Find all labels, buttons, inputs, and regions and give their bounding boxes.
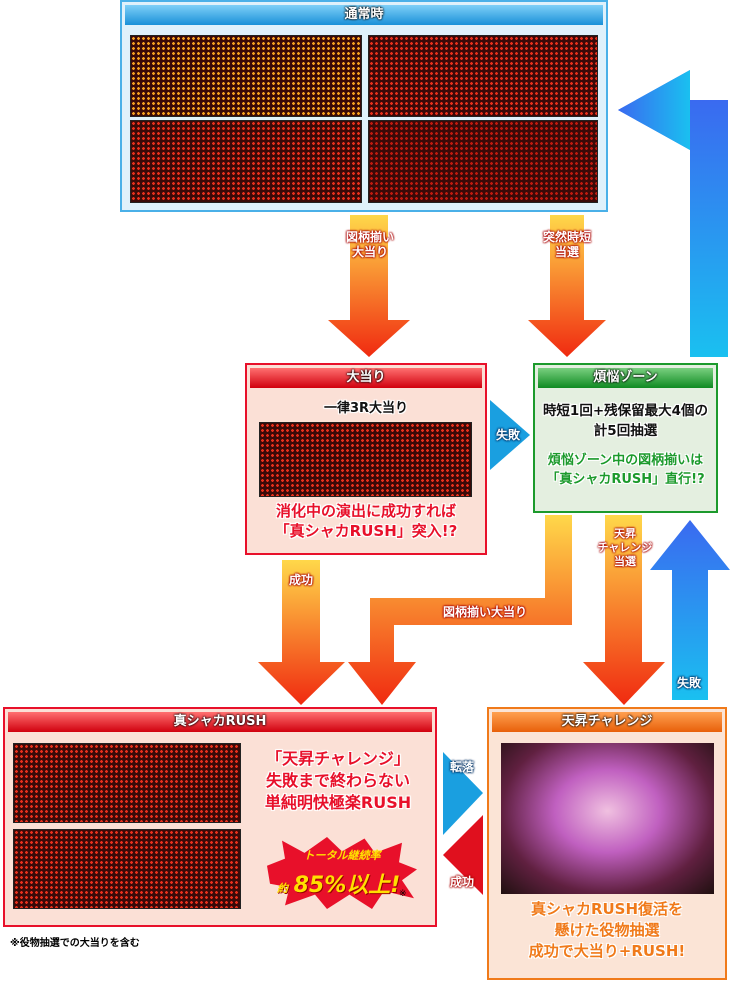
led-image (13, 743, 241, 823)
tensho-line-2: 懸けた役物抽選 (554, 921, 660, 939)
tensho-challenge-panel: 天昇チャレンジ 真シャカRUSH復活を 懸けた役物抽選 成功で大当り+RUSH! (487, 707, 727, 980)
normal-title: 通常時 (125, 5, 603, 25)
badge-rate: 85%以上! (293, 873, 401, 898)
led-image (130, 35, 362, 117)
badge-prefix: 約 (277, 882, 288, 895)
label-jackpot: 図柄揃い 大当り (345, 230, 394, 259)
tensho-line-1: 真シャカRUSH復活を (530, 900, 684, 918)
arrow-bonno-to-tensho (583, 515, 665, 705)
label-bonno-jackpot: 図柄揃い大当り (442, 605, 527, 619)
led-image (130, 120, 362, 203)
gimmick-image (501, 743, 714, 894)
arrow-normal-to-jackpot (328, 215, 410, 357)
led-image (368, 120, 598, 203)
rush-title: 真シャカRUSH (8, 712, 432, 732)
arrow-jackpot-to-bonno (490, 400, 530, 470)
rush-line-1: 「天昇チャレンジ」 (266, 749, 410, 768)
arrow-tensho-to-bonno (650, 520, 730, 700)
label-fail: 失敗 (495, 428, 520, 442)
arrow-bonno-to-rush (348, 515, 572, 705)
bonno-line-3: 煩悩ゾーン中の図柄揃いは (547, 453, 704, 468)
arrow-rush-to-tensho (443, 752, 483, 835)
bonno-title: 煩悩ゾーン (538, 368, 713, 388)
led-image (13, 829, 241, 909)
tensho-title: 天昇チャレンジ (492, 712, 722, 732)
badge-value: 約 85%以上! (277, 867, 400, 899)
arrow-jackpot-to-rush (258, 560, 345, 705)
badge-label: トータル継続率 (303, 849, 381, 862)
tensho-line-3: 成功で大当り+RUSH! (528, 942, 686, 960)
label-success-back: 成功 (449, 875, 474, 889)
badge-mark: ※ (399, 889, 407, 899)
bonno-line-4: 「真シャカRUSH」直行!? (546, 472, 705, 487)
jackpot-subtitle: 一律3R大当り (323, 401, 409, 416)
rush-line-3: 単純明快極楽RUSH (264, 793, 412, 812)
jackpot-title: 大当り (250, 368, 482, 388)
jackpot-desc-2: 「真シャカRUSH」突入!? (274, 522, 458, 540)
jackpot-panel: 大当り 一律3R大当り 消化中の演出に成功すれば 「真シャカRUSH」突入!? (245, 363, 487, 555)
led-image (368, 35, 598, 117)
label-fall: 転落 (449, 760, 474, 774)
bonno-line-2: 計5回抽選 (593, 423, 658, 439)
arrow-tensho-to-rush (443, 815, 483, 895)
rush-panel: 真シャカRUSH 「天昇チャレンジ」 失敗まで終わらない 単純明快極楽RUSH … (3, 707, 437, 927)
rush-line-2: 失敗まで終わらない (265, 771, 410, 790)
bonno-zone-panel: 煩悩ゾーン 時短1回+残保留最大4個の 計5回抽選 煩悩ゾーン中の図柄揃いは 「… (533, 363, 718, 513)
bonno-line-1: 時短1回+残保留最大4個の (542, 403, 709, 419)
normal-mode-panel: 通常時 (120, 0, 608, 212)
label-sudden-jitan: 突然時短 当選 (542, 230, 591, 259)
label-fail-up: 失敗 (676, 676, 701, 690)
jackpot-desc-1: 消化中の演出に成功すれば (275, 502, 456, 520)
arrow-normal-to-bonno (528, 215, 606, 357)
footnote: ※役物抽選での大当りを含む (10, 938, 140, 949)
bonus-led-image (259, 422, 472, 497)
label-tensho-win: 天昇 チャレンジ 当選 (597, 527, 653, 568)
label-success: 成功 (288, 573, 313, 587)
